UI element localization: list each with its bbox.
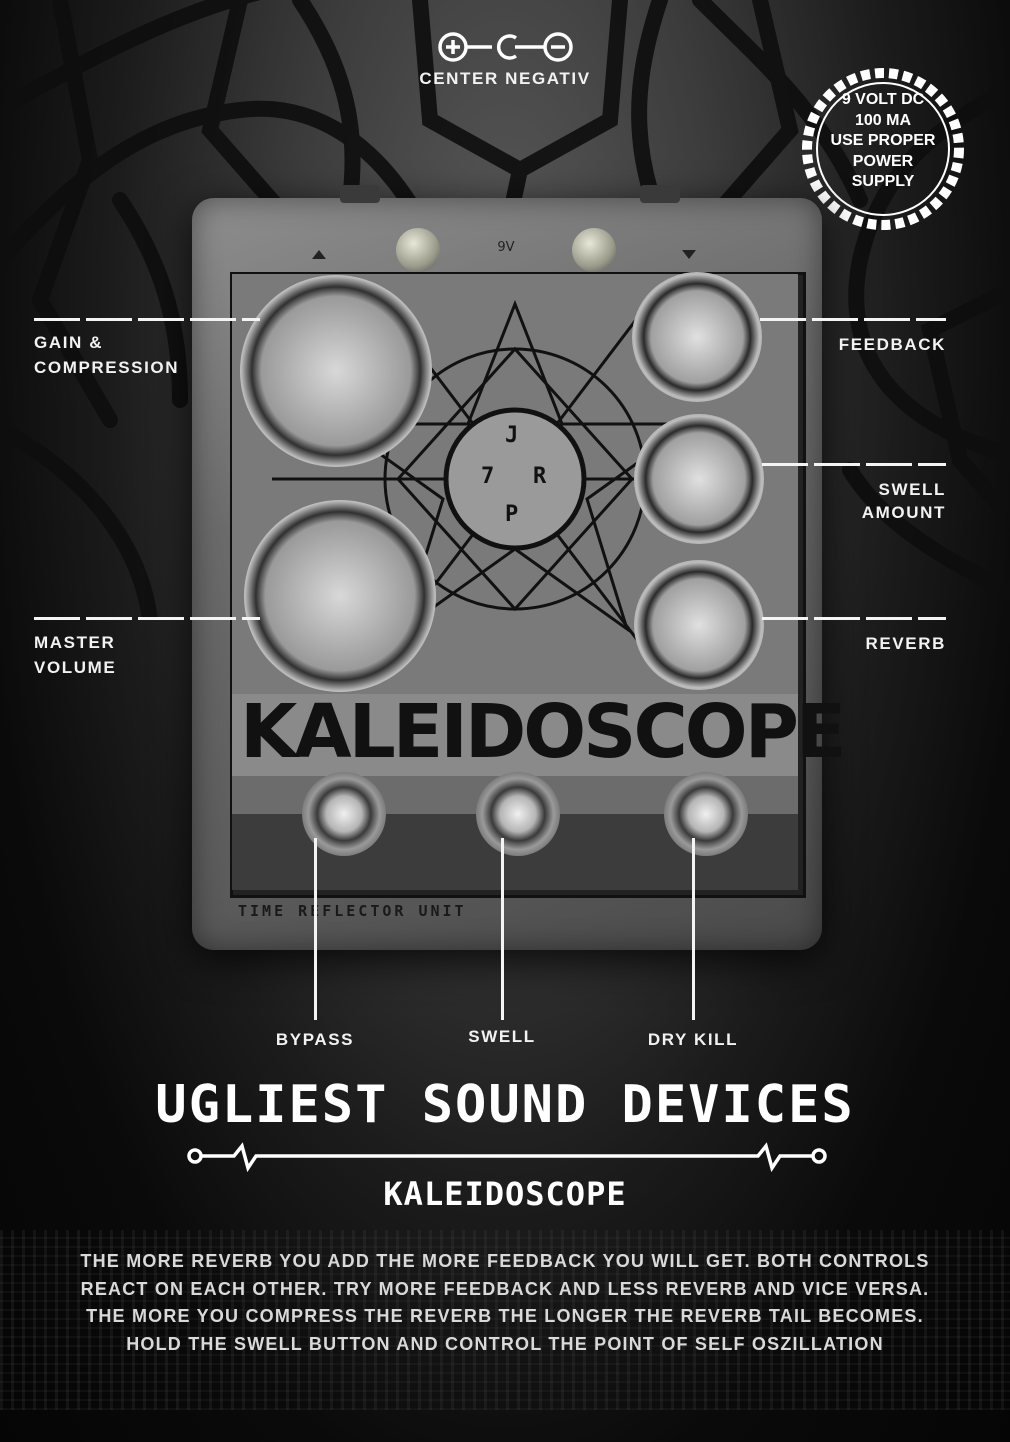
swell-amount-knob[interactable] [634,414,764,544]
dry-kill-label: DRY KILL [647,1030,739,1049]
bypass-label: BYPASS [275,1030,355,1049]
swell-amount-label-line: SWELL [878,480,946,499]
input-jack [340,185,380,203]
gain-label: GAIN & COMPRESSION [34,330,179,380]
reverb-callout-line [762,617,946,620]
led-left [396,228,440,272]
polarity-symbol-icon [438,32,573,62]
dry-kill-footswitch[interactable] [664,772,748,856]
gain-label-line: GAIN & [34,333,104,352]
swell-amount-label: SWELL AMOUNT [760,478,946,524]
swell-footswitch[interactable] [476,772,560,856]
master-volume-knob[interactable] [244,500,436,692]
reverb-knob[interactable] [634,560,764,690]
swell-label: SWELL [468,1027,536,1046]
swell-amount-callout-line [762,463,946,466]
power-badge-line: POWER [852,152,914,170]
master-volume-label: MASTER VOLUME [34,630,116,680]
output-jack [640,185,680,203]
reverb-label: REVERB [865,634,946,653]
swell-amount-label-line: AMOUNT [861,503,946,522]
gain-callout-line [34,318,260,321]
polarity-label: CENTER NEGATIV [419,69,591,88]
product-name: KALEIDOSCOPE [383,1175,627,1213]
description-line: HOLD THE SWELL BUTTON AND CONTROL THE PO… [126,1333,884,1354]
brand-divider-icon [187,1142,827,1172]
power-badge-line: 100 MA [854,111,912,129]
gain-knob[interactable] [240,275,432,467]
description-line: REACT ON EACH OTHER. TRY MORE FEEDBACK A… [80,1278,930,1299]
dry-kill-callout-line [692,838,695,1020]
swell-callout-line [501,838,504,1020]
power-badge-line: SUPPLY [851,173,915,190]
feedback-knob[interactable] [632,272,762,402]
pedal-title: KALEIDOSCOPE [240,689,846,775]
logo-letter: J [505,423,519,448]
brand-logo: UGLIEST SOUND DEVICES [155,1075,855,1135]
feedback-label: FEEDBACK [838,335,946,354]
dc-jack-label: 9V [497,240,515,255]
master-label-line: MASTER [34,633,116,652]
description-line: THE MORE YOU COMPRESS THE REVERB THE LON… [86,1306,924,1326]
title-band [232,694,798,776]
description-line: THE MORE REVERB YOU ADD THE MORE FEEDBAC… [80,1251,930,1271]
led-right [572,228,616,272]
output-arrow-icon [682,250,696,259]
power-badge: 9 VOLT DC 100 MA USE PROPER POWER SUPPLY [810,90,956,193]
logo-letter: 7 [481,464,495,489]
gain-label-line: COMPRESSION [34,358,180,377]
logo-letter: P [505,502,519,527]
pedal-subtitle: TIME REFLECTOR UNIT [238,902,467,920]
power-badge-line: USE PROPER [830,132,936,149]
noise-texture [0,1230,1010,1410]
input-arrow-icon [312,250,326,259]
power-badge-ring [802,68,964,230]
description: THE MORE REVERB YOU ADD THE MORE FEEDBAC… [40,1248,970,1358]
master-callout-line [34,617,260,620]
master-label-line: VOLUME [34,658,117,677]
logo-letter: R [533,464,547,489]
bypass-callout-line [314,838,317,1020]
power-badge-line: 9 VOLT DC [841,91,925,108]
feedback-callout-line [760,318,946,321]
